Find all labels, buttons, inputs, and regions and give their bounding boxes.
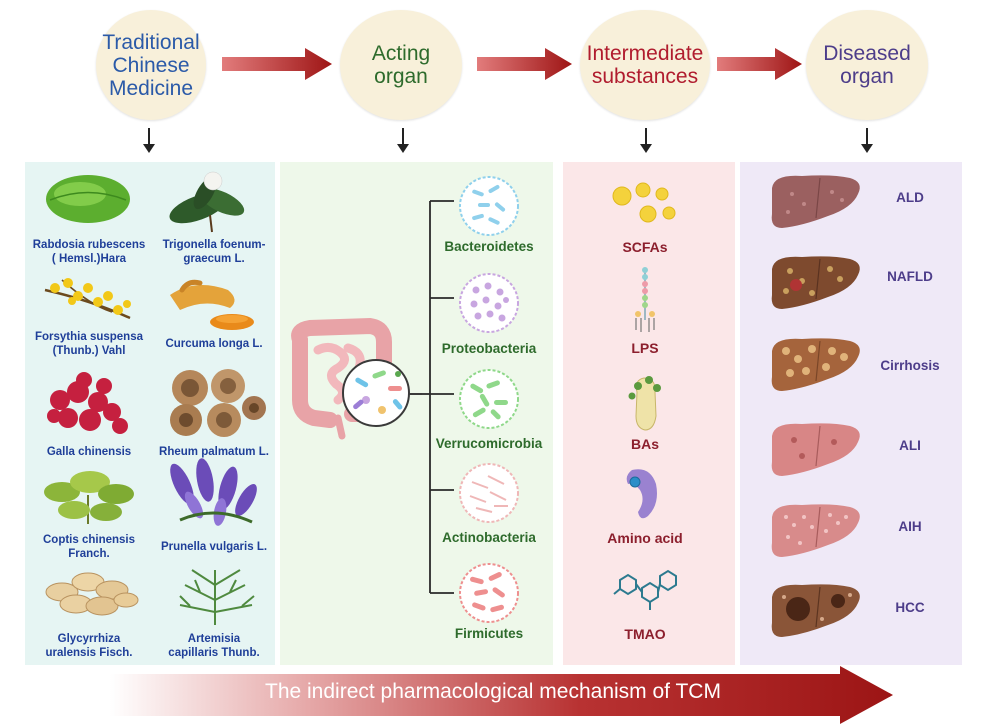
bottom-banner-arrow xyxy=(110,666,893,724)
stage-intermediate-label: Intermediate substances xyxy=(586,42,704,88)
microbe-firmicutes-icon xyxy=(459,563,519,623)
liver-ali-icon xyxy=(771,423,860,476)
microbe-proteobacteria-icon xyxy=(459,273,519,333)
substance-amino-acid-label: Amino acid xyxy=(607,530,683,546)
coptis-chinensis-icon xyxy=(44,471,134,524)
stage-tcm-label: Traditional Chinese Medicine xyxy=(102,30,200,100)
right-arrow-1 xyxy=(222,48,332,80)
bile-acid-icon xyxy=(628,376,661,431)
disease-cirrhosis-label: Cirrhosis xyxy=(880,358,940,373)
right-arrow-2 xyxy=(477,48,572,80)
substance-scfas-label: SCFAs xyxy=(622,239,668,255)
scfa-droplets-icon xyxy=(612,182,676,223)
tcm-item-glycyrrhiza-label: Glycyrrhiza uralensis Fisch. xyxy=(45,633,133,659)
liver-ald-icon xyxy=(771,175,860,228)
stage-acting-organ-label: Acting organ xyxy=(371,42,431,88)
stage-tcm-circle: Traditional Chinese Medicine xyxy=(96,10,206,120)
tcm-item-rabdosia-label: Rabdosia rubescens ( Hemsl.)Hara xyxy=(32,239,146,265)
disease-ali-label: ALI xyxy=(899,438,921,453)
glycyrrhiza-slices-icon xyxy=(45,572,139,616)
tcm-item-coptis-label: Coptis chinensis Franch. xyxy=(42,534,136,560)
tcm-item-trigonella-label: Trigonella foenum- graecum L. xyxy=(162,239,266,265)
disease-nafld-label: NAFLD xyxy=(887,269,933,284)
microbe-verrucomicrobia-icon xyxy=(459,369,519,429)
forsythia-flower-icon xyxy=(44,278,131,320)
lps-molecule-icon xyxy=(635,267,655,332)
tcm-item-curcuma-label: Curcuma longa L. xyxy=(165,338,263,350)
liver-aih-icon xyxy=(771,504,860,557)
diseased-organ-panel xyxy=(740,162,962,665)
trigonella-plant-icon xyxy=(169,171,245,233)
microbiota-bracket xyxy=(422,200,454,594)
substance-bas-label: BAs xyxy=(630,436,659,452)
microbe-bacteroidetes-icon xyxy=(459,176,519,236)
substance-lps-label: LPS xyxy=(631,340,659,356)
gut-microbiota-magnifier-icon xyxy=(342,359,422,427)
tcm-item-artemisia-label: Artemisia capillaris Thunb. xyxy=(168,633,260,659)
galla-chinensis-icon xyxy=(47,372,128,434)
tcm-item-rheum-label: Rheum palmatum L. xyxy=(159,446,269,458)
microbe-verrucomicrobia-label: Verrucomicrobia xyxy=(435,436,543,451)
tcm-item-prunella-label: Prunella vulgaris L. xyxy=(160,541,268,553)
microbe-actinobacteria-icon xyxy=(459,463,519,523)
down-arrows xyxy=(143,128,873,153)
amino-acid-icon xyxy=(626,469,657,519)
artemisia-plant-icon xyxy=(179,569,255,625)
microbe-actinobacteria-label: Actinobacteria xyxy=(442,530,536,545)
substance-tmao-label: TMAO xyxy=(624,626,666,642)
liver-nafld-icon xyxy=(771,256,860,309)
tcm-item-forsythia-label: Forsythia suspensa (Thunb.) Vahl xyxy=(34,331,143,357)
stage-diseased-organ-circle: Diseased organ xyxy=(806,10,928,120)
curcuma-root-icon xyxy=(170,279,254,330)
flow-arrows xyxy=(143,48,873,153)
tmao-molecule-icon xyxy=(613,569,677,610)
rabdosia-leaf-icon xyxy=(46,175,130,223)
right-arrow-3 xyxy=(717,48,802,80)
liver-hcc-icon xyxy=(771,584,860,637)
stage-diseased-organ-label: Diseased organ xyxy=(823,42,911,88)
disease-ald-label: ALD xyxy=(896,190,924,205)
microbe-proteobacteria-label: Proteobacteria xyxy=(441,341,537,356)
bottom-banner-text: The indirect pharmacological mechanism o… xyxy=(265,680,721,703)
stage-acting-organ-circle: Acting organ xyxy=(340,10,462,120)
stage-intermediate-circle: Intermediate substances xyxy=(580,10,710,120)
tcm-item-galla-label: Galla chinensis xyxy=(46,446,132,458)
rheum-palmatum-root-icon xyxy=(170,369,266,437)
disease-hcc-label: HCC xyxy=(895,600,925,615)
liver-cirrhosis-icon xyxy=(771,338,860,391)
microbe-bacteroidetes-label: Bacteroidetes xyxy=(444,239,534,254)
prunella-vulgaris-icon xyxy=(170,458,257,526)
microbe-firmicutes-label: Firmicutes xyxy=(454,626,524,641)
disease-aih-label: AIH xyxy=(898,519,922,534)
